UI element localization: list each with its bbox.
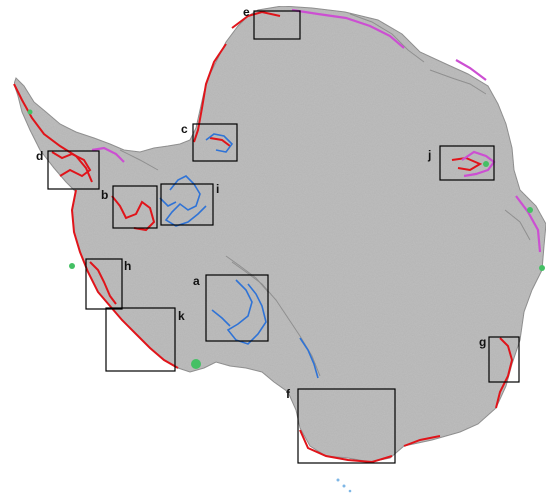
inset-frame-g[interactable]: [488, 336, 520, 383]
inset-box-d[interactable]: d: [36, 149, 100, 190]
inset-box-h[interactable]: h: [85, 258, 131, 310]
inset-label-d: d: [36, 149, 43, 163]
inset-label-a: a: [193, 274, 200, 288]
inset-box-g[interactable]: g: [479, 335, 520, 383]
inset-boxes: e c d b i j h: [36, 5, 520, 464]
inset-box-i[interactable]: i: [160, 182, 219, 226]
inset-label-j: j: [427, 148, 431, 162]
inset-frame-i[interactable]: [160, 183, 214, 226]
offshore-fragments: [336, 478, 352, 493]
inset-label-c: c: [181, 122, 188, 136]
inset-label-h: h: [124, 259, 131, 273]
inset-frame-f[interactable]: [297, 388, 396, 464]
inset-frame-d[interactable]: [47, 150, 100, 190]
inset-label-k: k: [178, 309, 185, 323]
blue-feature-lines: [159, 133, 319, 379]
inset-box-e[interactable]: e: [243, 5, 301, 40]
continent-landmass: [13, 5, 547, 463]
inset-box-c[interactable]: c: [181, 122, 238, 162]
inset-frame-b[interactable]: [112, 185, 158, 229]
inset-frame-h[interactable]: [85, 258, 123, 310]
inset-box-j[interactable]: j: [427, 145, 495, 181]
inset-frame-j[interactable]: [439, 145, 495, 181]
red-feature-lines: [13, 10, 514, 464]
inset-frame-e[interactable]: [253, 10, 301, 40]
inset-frame-k[interactable]: [105, 307, 176, 372]
inset-label-b: b: [101, 188, 108, 202]
inset-label-g: g: [479, 335, 486, 349]
inset-box-a[interactable]: a: [193, 274, 269, 342]
green-feature-patches: [27, 109, 545, 369]
inset-label-e: e: [243, 5, 250, 19]
inset-frame-c[interactable]: [192, 123, 238, 162]
inset-box-b[interactable]: b: [101, 185, 158, 229]
inset-frame-a[interactable]: [205, 274, 269, 342]
inset-box-k[interactable]: k: [105, 307, 185, 372]
inset-label-i: i: [216, 182, 219, 196]
inset-box-f[interactable]: f: [286, 387, 396, 464]
inset-label-f: f: [286, 387, 291, 401]
